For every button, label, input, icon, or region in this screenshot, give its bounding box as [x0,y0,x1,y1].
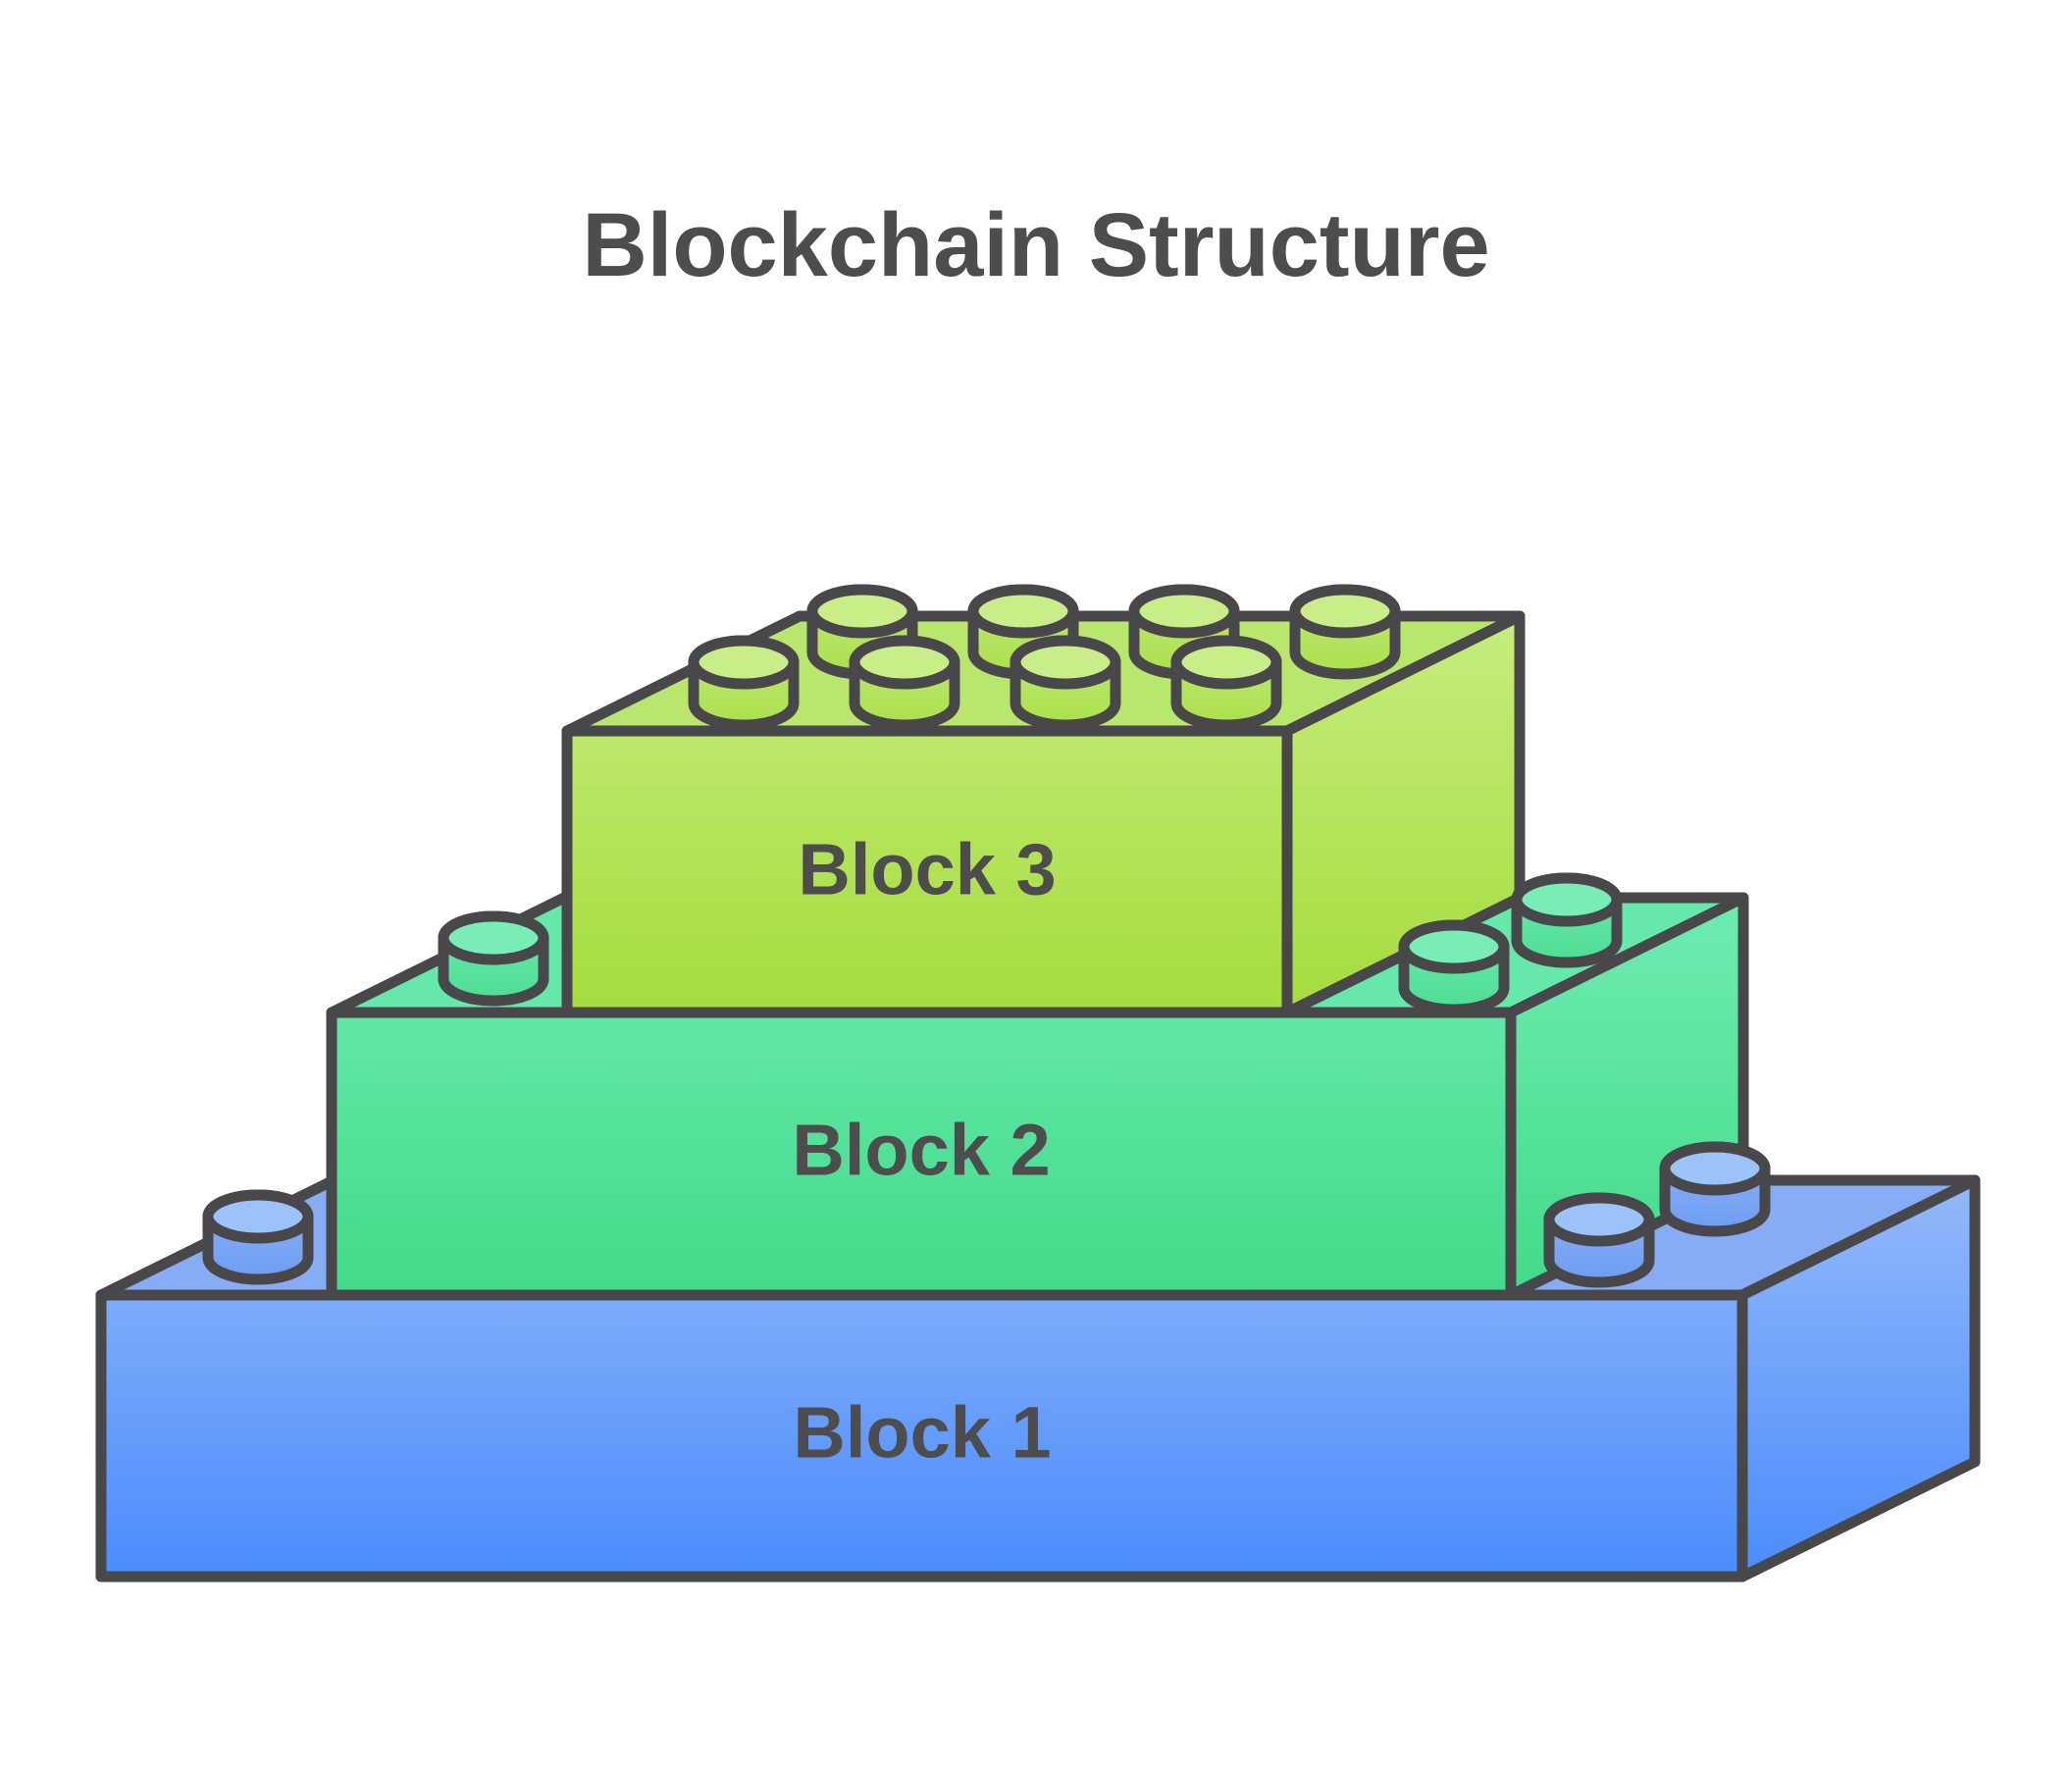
block-1-label: Block 1 [793,1392,1051,1474]
block-3-studs [688,584,1401,731]
block-2-studs [438,872,1623,1015]
lego-stud [1010,635,1121,731]
lego-stud [1170,635,1282,731]
lego-stud [1398,919,1510,1015]
block-3-front-face [561,725,1293,1018]
lego-stud [688,635,800,731]
lego-stud [1511,872,1623,968]
lego-stud [202,1189,314,1285]
lego-stud [1543,1192,1655,1288]
lego-stud [849,635,960,731]
lego-stud [438,910,549,1007]
block-1-studs [202,1141,1771,1288]
block-3-label: Block 3 [798,829,1056,910]
lego-stud [1659,1141,1771,1237]
lego-stud [1289,584,1401,680]
page-title: Blockchain Structure [582,195,1489,295]
block-2-label: Block 2 [792,1110,1050,1191]
